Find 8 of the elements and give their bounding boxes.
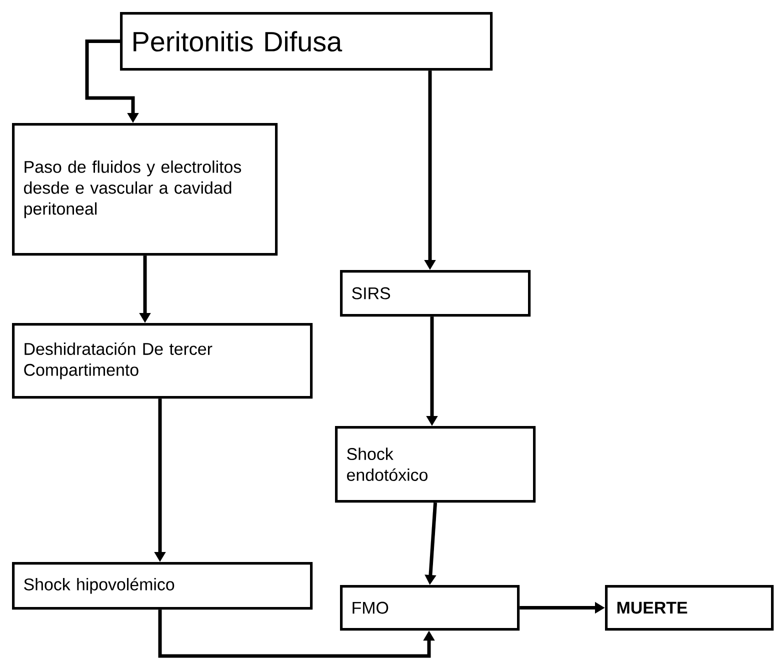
process-box: SIRS: [340, 270, 531, 317]
process-box: Peritonitis Difusa: [120, 12, 493, 71]
process-box: Paso de fluidos y electrolitos desde e vascular a cavidad peritoneal: [12, 123, 278, 256]
process-box: FMO: [340, 585, 520, 631]
process-box: Shock hipovolémico: [12, 562, 313, 610]
process-box: MUERTE: [605, 585, 774, 631]
process-box: Deshidratación De tercer Compartimento: [12, 323, 313, 399]
process-box: Shock endotóxico: [335, 426, 536, 503]
